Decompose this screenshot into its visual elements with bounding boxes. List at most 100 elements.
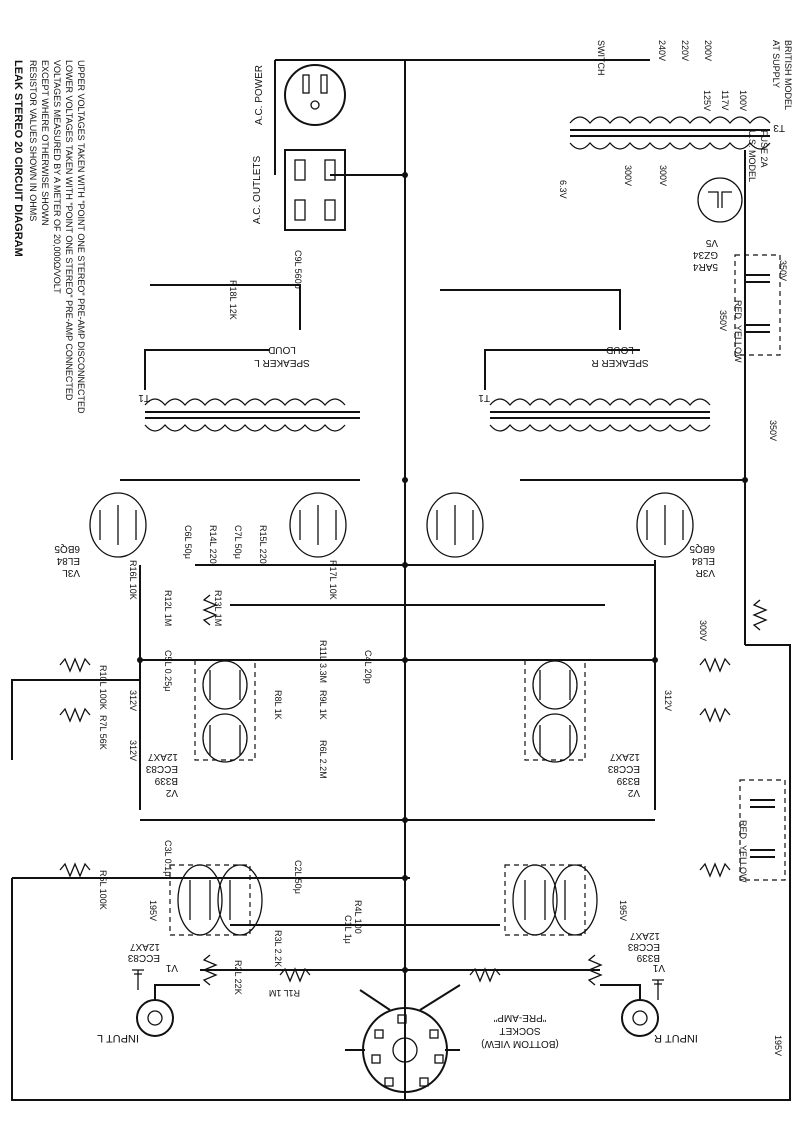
voltage-1: 195V (148, 900, 158, 921)
mains-tap-2: 220V (680, 40, 690, 61)
output-transformer-right (489, 398, 711, 432)
note-3: VOLTAGES MEASURED BY A METER OF 20,000Ω/… (52, 60, 62, 294)
speaker-right-loud: LOUD (606, 344, 634, 355)
comp-c2l: C2L 50μ (293, 860, 303, 894)
comp-r15l: R15L 220 (258, 525, 268, 564)
comp-c5l: C5L 0.25μ (163, 650, 173, 691)
v2l-type-3: 12AX7 (148, 751, 178, 762)
v3l-type-1: EL84 (56, 555, 80, 566)
v3r-ref: V3R (696, 567, 715, 578)
comp-c3l: C3L 0.1μ (163, 840, 173, 876)
comp-r12l: R12L 1M (163, 590, 173, 626)
rectifier-valve (697, 177, 743, 223)
input-left-label: INPUT L (97, 1032, 139, 1044)
socket-label-1: "PRE-AMP" (493, 1012, 546, 1023)
v2l-type-2: ECC83 (145, 763, 178, 774)
v1l-type-2: 12AX7 (130, 941, 160, 952)
speaker-left-label: SPEAKER L (254, 357, 310, 368)
mains-tap-us-3: 125V (702, 90, 712, 111)
t1-left-ref: T1 (138, 392, 150, 403)
comp-r17l: R17L 10K (328, 560, 338, 600)
ac-power-label: A.C. POWER (254, 65, 265, 125)
comp-r1l: R1L 1M (269, 988, 300, 998)
input-valve-right (504, 864, 598, 936)
v3l-type-2: 6BQ5 (54, 543, 80, 554)
socket-label-2: SOCKET (499, 1025, 540, 1036)
v5-type-2: 5AR4 (693, 261, 718, 272)
component-labels: R1L 1M R2L 22K R3L 2.2K R4L 100 R5L 100K… (98, 250, 373, 998)
v2r-type-1: B339 (616, 775, 640, 786)
voltage-9: 312V (128, 740, 138, 761)
voltage-10: 195V (773, 1035, 783, 1056)
comp-c9l: C9L 560p (293, 250, 303, 289)
heater-label-1: 6.3V (558, 180, 568, 199)
left-return-wire (11, 679, 140, 760)
v1r-type-1: B339 (636, 952, 660, 963)
cap-box-bottom-yellow: YELLOW (738, 845, 748, 883)
comp-r13l: R13L 1M (213, 590, 223, 626)
mains-tap-us-1: 100V (738, 90, 748, 111)
note-2: EXCEPT WHERE OTHERWISE SHOWN (40, 60, 50, 226)
outer-loop-wire (11, 644, 791, 1101)
comp-c1l: C1L 1μ (343, 915, 353, 944)
mains-tap-3: 240V (657, 40, 667, 61)
speaker-right-label: SPEAKER R (591, 357, 648, 368)
note-4: LOWER VOLTAGES TAKEN WITH "POINT ONE STE… (64, 60, 74, 401)
phase-valve-left (194, 659, 256, 763)
output-valves-left (89, 492, 347, 558)
comp-r3l: R3L 2.2K (273, 930, 283, 967)
input-right-label: INPUT R (654, 1032, 698, 1044)
note-5: UPPER VOLTAGES TAKEN WITH "POINT ONE STE… (76, 60, 86, 414)
cap-box-top-red: RED (733, 300, 743, 320)
v1l-ref: V1 (165, 962, 178, 973)
smoothing-caps-top (734, 254, 781, 356)
v1r-type-3: 12AX7 (630, 930, 660, 941)
v2r-ref: V2 (627, 787, 640, 798)
model-note-2: AT SUPPLY (771, 40, 781, 88)
comp-c7l: C7L 50μ (233, 525, 243, 559)
voltage-3: 350V (778, 260, 788, 281)
comp-r18l: R18L 12K (228, 280, 238, 320)
v2l-type-1: B339 (154, 775, 178, 786)
comp-c6l: C6L 50μ (183, 525, 193, 559)
v2r-type-3: 12AX7 (610, 751, 640, 762)
resistor-group (59, 594, 768, 986)
diagram-title: LEAK STEREO 20 CIRCUIT DIAGRAM (12, 60, 24, 257)
v3r-type-1: EL84 (691, 555, 715, 566)
input-valve-left (169, 864, 263, 936)
ac-outlets (284, 149, 346, 231)
voltage-7: 350V (768, 420, 778, 441)
comp-r10l: R10L 100K (98, 665, 108, 710)
input-socket-left (132, 969, 200, 1037)
comp-r7l: R7L 56K (98, 715, 108, 750)
preamp-socket (345, 984, 461, 1093)
comp-r11l: R11L 3.3M (318, 640, 328, 683)
v5-ref: V5 (705, 237, 718, 248)
comp-r16l: R16L 10K (128, 560, 138, 600)
cap-box-top-yellow: YELLOW (733, 325, 743, 363)
comp-c4l: C4L 20p (363, 650, 373, 684)
v2r-type-2: ECC83 (607, 763, 640, 774)
comp-r4l: R4L 100 (353, 900, 363, 934)
heater-label-2: 300V (623, 165, 633, 186)
switch-label: SWITCH (596, 40, 606, 76)
voltage-2: 195V (618, 900, 628, 921)
voltage-5: 312V (663, 690, 673, 711)
comp-r6l: R6L 2.2M (318, 740, 328, 779)
v2l-ref: V2 (165, 787, 178, 798)
v5-type-1: GZ34 (693, 249, 718, 260)
voltage-4: 350V (718, 310, 728, 331)
comp-r9l: R9L 1K (318, 690, 328, 720)
v1l-type-1: ECC83 (127, 952, 160, 963)
speaker-feed-right (440, 289, 621, 330)
model-note-4: U.S. MODEL (747, 130, 757, 182)
speaker-feed-left (150, 284, 301, 330)
model-note-1: BRITISH MODEL (783, 40, 793, 110)
input-socket-right (600, 979, 664, 1037)
comp-r2l: R2L 22K (233, 960, 243, 995)
ac-outlets-label: A.C. OUTLETS (252, 156, 263, 225)
comp-r5l: R5L 100K (98, 870, 108, 910)
output-trafo-link-left (144, 349, 270, 390)
output-valves-right (426, 492, 694, 558)
